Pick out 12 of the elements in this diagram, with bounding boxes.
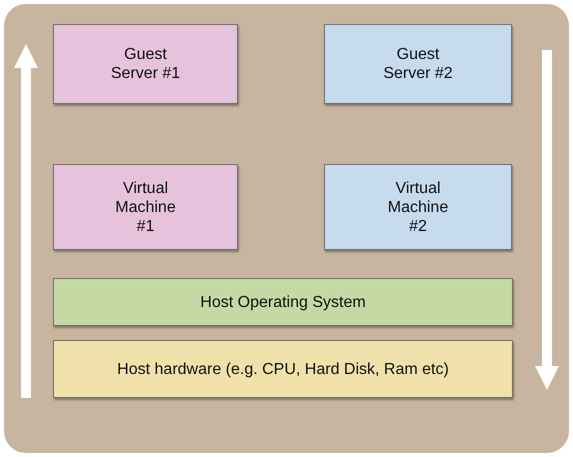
hardware-bar: [53, 340, 513, 398]
box-label: Guest Server #1: [110, 45, 182, 83]
box-label: Virtual Machine #2: [386, 178, 450, 236]
virtual-machine-box: [53, 164, 238, 250]
guest-server-box: [324, 24, 512, 104]
operating-system-bar: [53, 278, 513, 326]
box-label: Host Operating System: [200, 292, 366, 312]
guest-server-box: [53, 24, 238, 104]
box-label: Guest Server #2: [382, 45, 454, 83]
box-label: Virtual Machine #1: [114, 178, 177, 236]
box-label: Host hardware (e.g. CPU, Hard Disk, Ram etc): [117, 360, 449, 378]
virtual-machine-box: [324, 164, 512, 250]
